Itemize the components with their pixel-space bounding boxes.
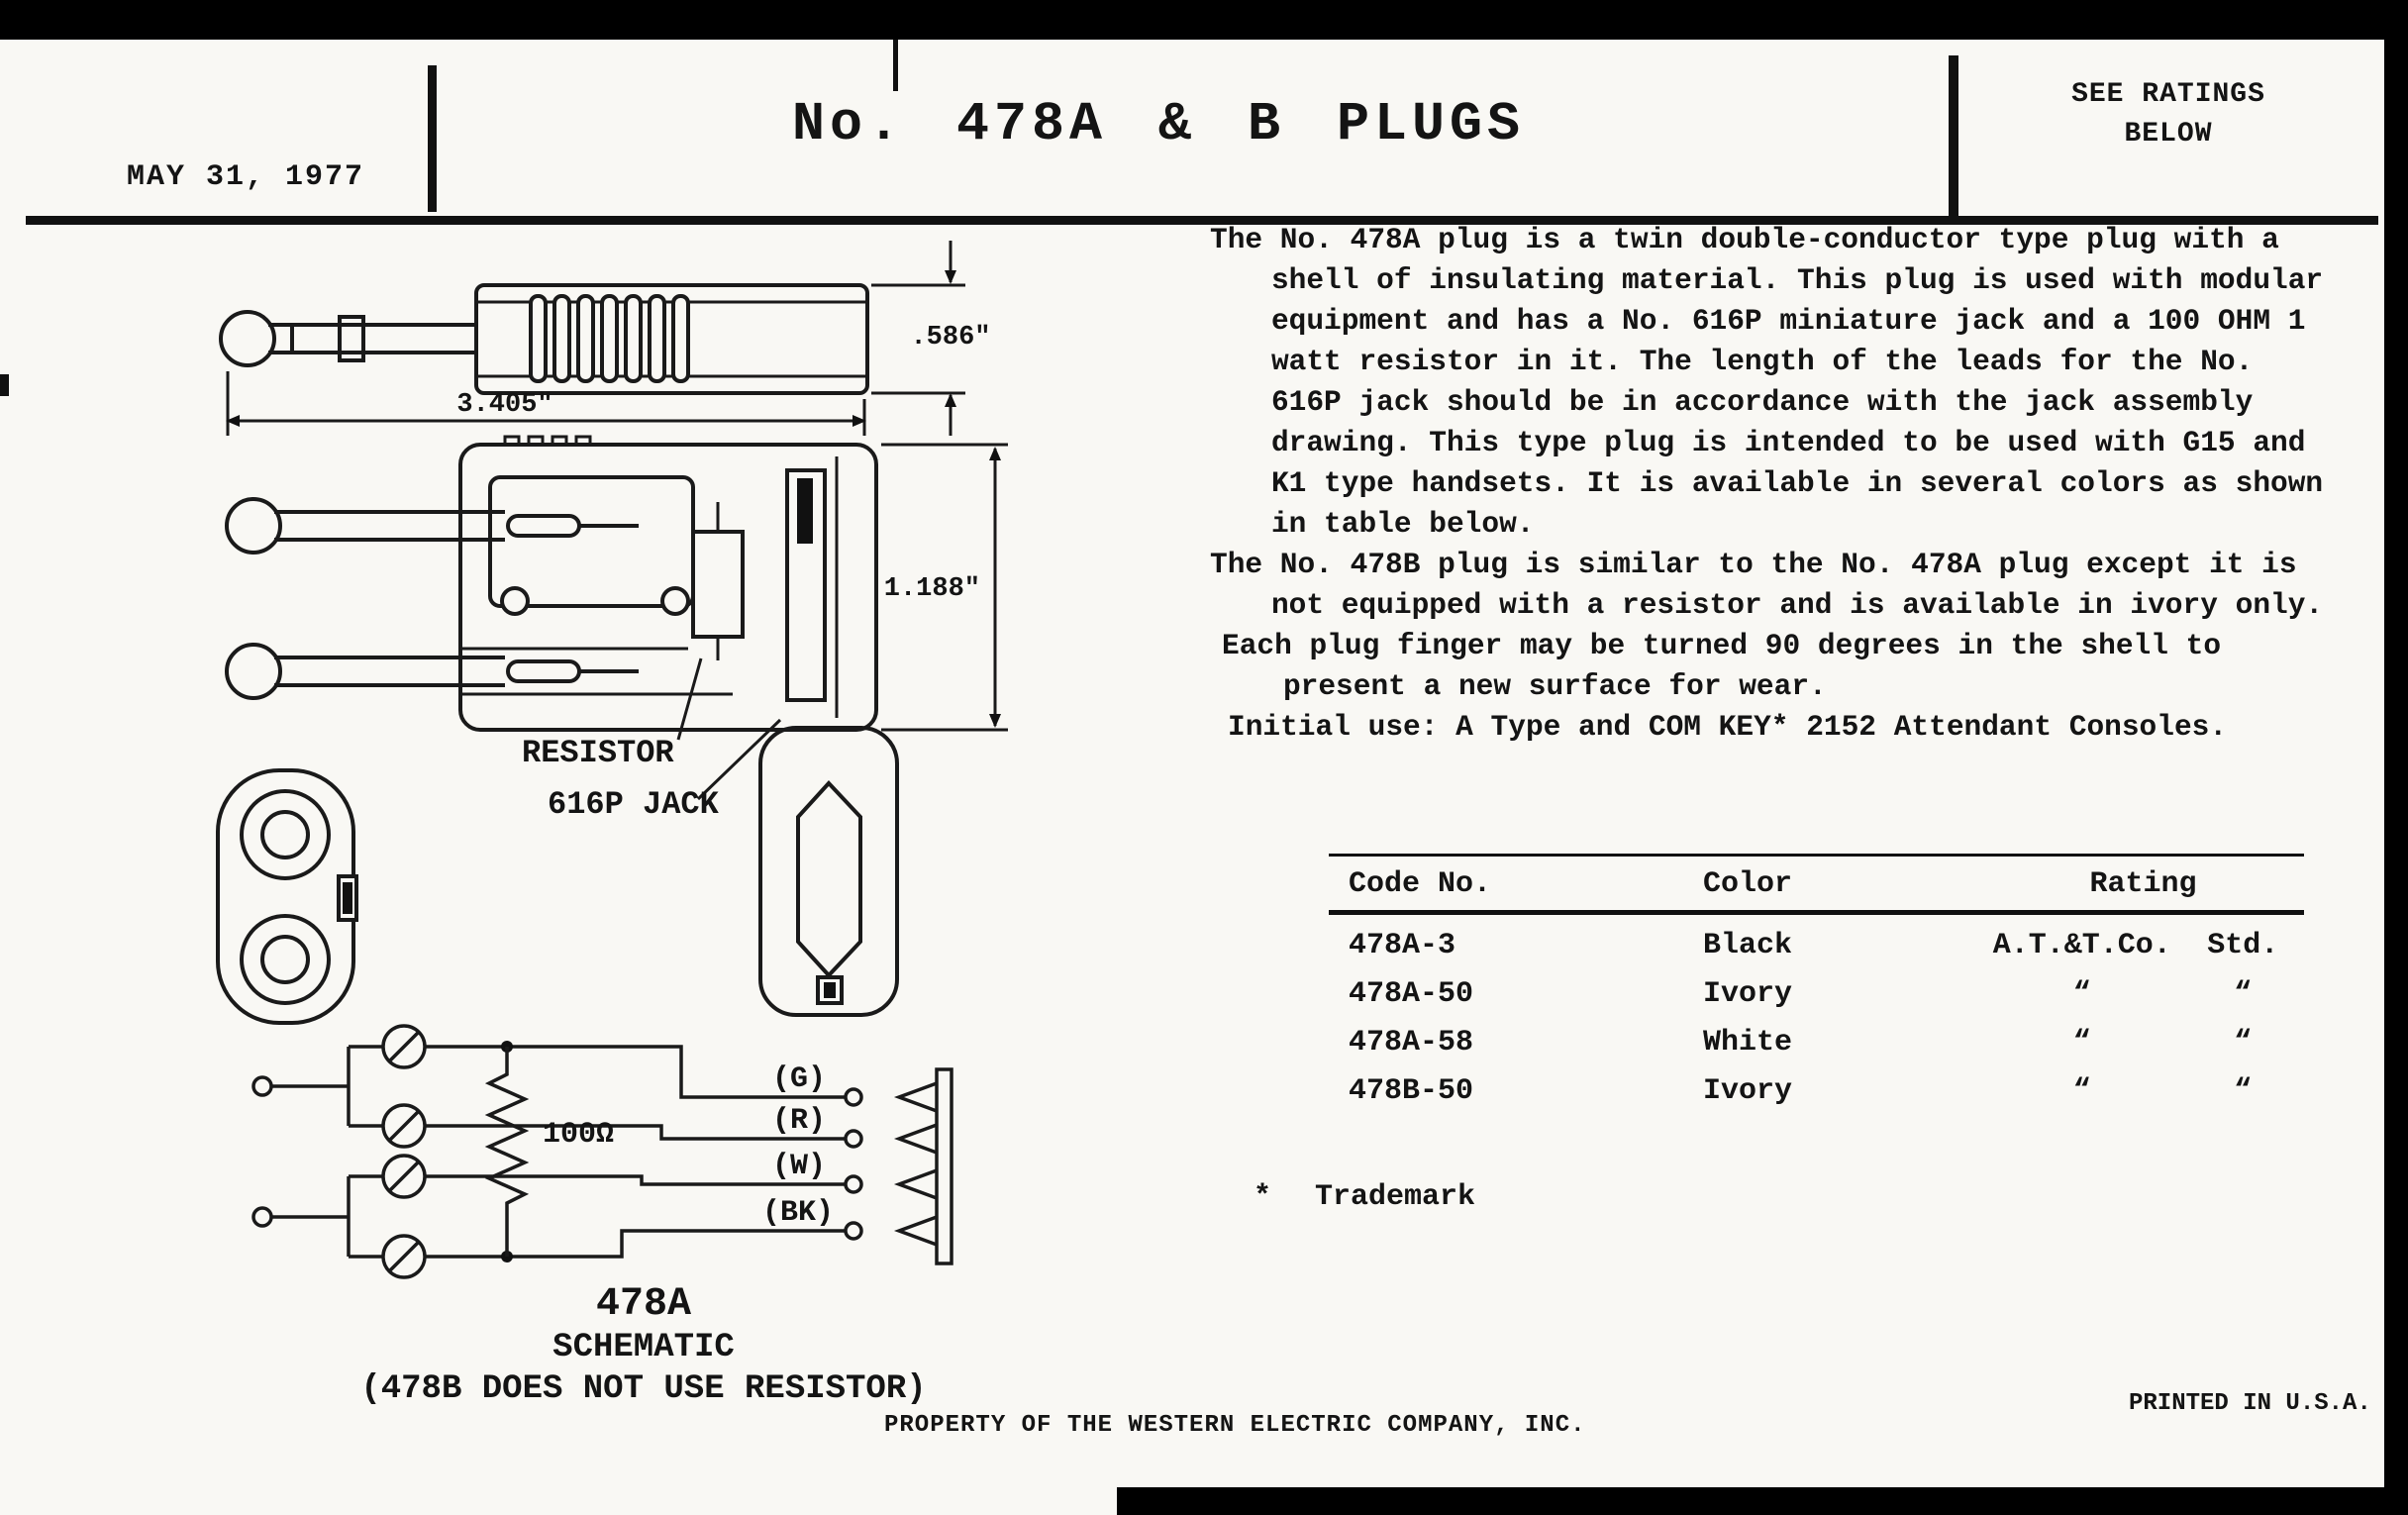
header-rule [26, 216, 2378, 225]
scan-edge-top [0, 0, 2408, 40]
footnote-symbol: * [1254, 1180, 1272, 1214]
table-row: 478A-58 White “ “ [1329, 1018, 2304, 1066]
cell-rating: “ “ [1982, 977, 2304, 1011]
technical-drawing: 3.405" .586" 1.188" RESISTOR 616P JACK 1… [216, 241, 1008, 1408]
col-header-code: Code No. [1349, 867, 1492, 901]
wire-label-white: (W) [772, 1150, 826, 1183]
header-divider-right [1949, 55, 1958, 220]
dim-length-label: 3.405" [456, 390, 552, 420]
wire-label-black: (BK) [762, 1196, 834, 1230]
cell-rating-ditto: “ [2072, 1073, 2091, 1108]
dim-diameter-label: .586" [910, 323, 990, 353]
schematic-caption-type: SCHEMATIC [552, 1329, 735, 1366]
plug-cutaway-view [225, 435, 1008, 801]
scan-artifact-mark [0, 374, 9, 396]
cell-rating-ditto: “ [2072, 976, 2091, 1011]
cell-rating-ditto: “ [2234, 1025, 2253, 1060]
paragraph-478b-description: The No. 478B plug is similar to the No. … [1210, 548, 2324, 622]
col-header-rating: Rating [2089, 867, 2197, 901]
ratings-note-line1: SEE RATINGS [2071, 79, 2265, 110]
resistor-symbol [484, 1047, 530, 1257]
schematic-drawing [251, 1024, 953, 1279]
resistor-value-label: 100Ω [543, 1118, 614, 1152]
trademark-footnote: * Trademark [1254, 1180, 1475, 1214]
resistor-component [691, 530, 745, 639]
resistor-label: RESISTOR [522, 735, 674, 771]
leader-lines [676, 657, 782, 801]
header-divider-left [428, 65, 437, 212]
paragraph-478a-description: The No. 478A plug is a twin double-condu… [1210, 223, 2324, 541]
plug-face-view [216, 768, 358, 1025]
cell-rating: “ “ [1982, 1026, 2304, 1060]
jack-label: 616P JACK [548, 786, 720, 823]
cell-code: 478A-3 [1349, 928, 1456, 962]
cell-color: Black [1703, 928, 1793, 962]
cell-rating-ditto: “ [2234, 1073, 2253, 1108]
table-row: 478A-3 Black A.T.&T.Co. Std. [1329, 921, 2304, 969]
document-date: MAY 31, 1977 [127, 160, 365, 194]
diameter-dimension [871, 241, 965, 436]
paragraph-plug-finger: Each plug finger may be turned 90 degree… [1222, 629, 2222, 703]
table-row: 478A-50 Ivory “ “ [1329, 969, 2304, 1018]
footnote-label: Trademark [1315, 1180, 1476, 1214]
plug-side-view [219, 241, 965, 436]
scan-edge-right [2384, 0, 2408, 1515]
description-text: The No. 478A plug is a twin double-condu… [1210, 220, 2348, 748]
footer-property: PROPERTY OF THE WESTERN ELECTRIC COMPANY… [884, 1412, 1586, 1439]
table-header-row: Code No. Color Rating [1329, 858, 2304, 910]
cell-color: White [1703, 1025, 1793, 1060]
ratings-note: SEE RATINGS BELOW [2020, 75, 2317, 154]
table-row: 478B-50 Ivory “ “ [1329, 1066, 2304, 1115]
wire-label-red: (R) [772, 1104, 826, 1138]
length-dimension [226, 371, 866, 436]
cell-rating-ditto: “ [2072, 1025, 2091, 1060]
cell-code: 478A-58 [1349, 1025, 1474, 1060]
ratings-note-line2: BELOW [2124, 119, 2213, 150]
cell-color: Ivory [1703, 976, 1793, 1011]
schematic-caption-note: (478B DOES NOT USE RESISTOR) [360, 1370, 926, 1408]
scan-artifact-tick [893, 40, 898, 91]
cell-rating-ditto: “ [2234, 976, 2253, 1011]
cell-rating: “ “ [1982, 1074, 2304, 1108]
height-dimension [881, 443, 1008, 732]
cell-color: Ivory [1703, 1073, 1793, 1108]
schematic-caption-model: 478A [596, 1282, 691, 1327]
paragraph-initial-use: Initial use: A Type and COM KEY* 2152 At… [1228, 710, 2228, 744]
cell-code: 478A-50 [1349, 976, 1474, 1011]
dim-height-label: 1.188" [884, 574, 980, 604]
page-title: No. 478A & B PLUGS [791, 93, 1526, 155]
scan-edge-bottom [1117, 1487, 2408, 1515]
cell-rating-std: Std. [2207, 928, 2279, 962]
shell-profile-view [758, 726, 899, 1017]
ratings-table: Code No. Color Rating 478A-3 Black A.T.&… [1329, 854, 2304, 1115]
cell-rating-company: A.T.&T.Co. [1992, 928, 2171, 962]
table-rule-top [1329, 854, 2304, 857]
wire-label-green: (G) [772, 1062, 826, 1096]
table-rule-header [1329, 910, 2304, 915]
col-header-color: Color [1703, 867, 1793, 901]
cell-rating: A.T.&T.Co. Std. [1982, 929, 2304, 962]
cell-code: 478B-50 [1349, 1073, 1474, 1108]
footer-printed: PRINTED IN U.S.A. [2129, 1390, 2371, 1417]
